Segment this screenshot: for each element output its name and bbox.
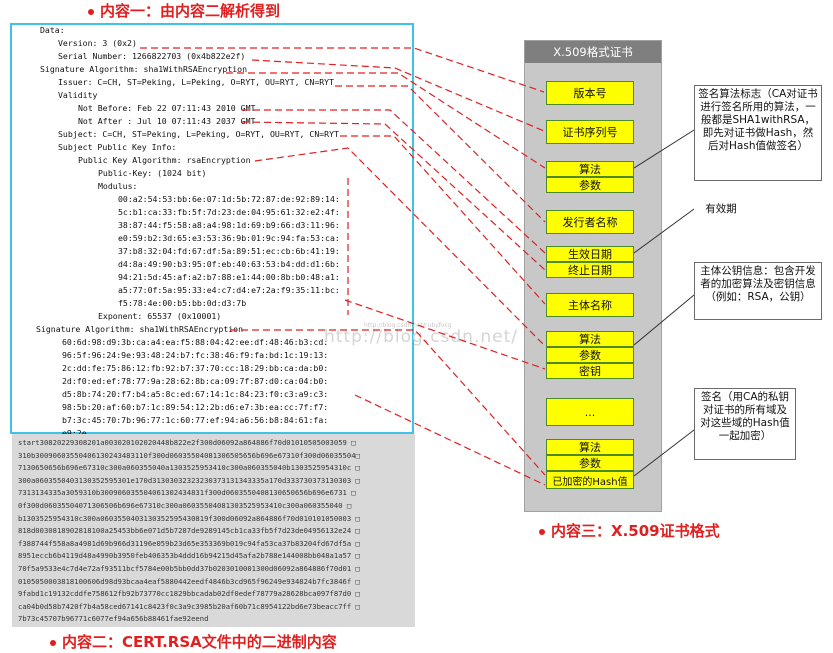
hex-line: 7313134335a3059310b300906035504061302434… bbox=[18, 488, 356, 498]
cert-line: 37:b8:32:04:fd:67:df:5a:89:51:ec:cb:6b:4… bbox=[118, 246, 340, 256]
cert-line: 5c:b1:ca:33:fb:5f:7d:23:de:04:95:61:32:e… bbox=[118, 207, 340, 217]
cert-line: Issuer: C=CH, ST=Peking, L=Peking, O=RYT… bbox=[58, 77, 335, 87]
bullet-icon bbox=[539, 528, 545, 535]
field-sig-algorithm: 算法 bbox=[546, 161, 634, 177]
hex-line: f388744f558a8a4981d69b966d31196e059b23d6… bbox=[18, 538, 360, 548]
field-not-before: 生效日期 bbox=[546, 246, 634, 262]
cert-line: Subject Public Key Info: bbox=[58, 142, 177, 152]
cert-line: e9:2e bbox=[62, 428, 87, 438]
field-sig-params: 参数 bbox=[546, 177, 634, 193]
title-content1-text: 内容一：由内容二解析得到 bbox=[100, 2, 281, 20]
cert-line: 2d:f0:ed:ef:78:77:9a:28:62:8b:ca:09:7f:8… bbox=[62, 376, 329, 386]
cert-line: e0:59:b2:3d:65:e3:53:36:9b:01:9c:94:fa:5… bbox=[118, 233, 340, 243]
hex-line: 0f300d06035504071306506b696e67310c300a06… bbox=[18, 501, 352, 510]
cert-line: Data: bbox=[40, 25, 65, 35]
cert-line: 96:5f:96:24:9e:93:48:24:b7:fc:38:46:f9:f… bbox=[62, 350, 329, 360]
watermark-small: http://blog.csdn.net/rubyfocg bbox=[364, 322, 452, 329]
cert-line: Not Before: Feb 22 07:11:43 2010 GMT bbox=[78, 103, 256, 113]
x509-panel-title: X.509格式证书 bbox=[525, 41, 661, 63]
field-issuer: 发行者名称 bbox=[546, 210, 634, 234]
hex-line: 8951eccb6b4119d48a4990b3950feb406353b4dd… bbox=[18, 551, 360, 561]
bullet-icon bbox=[50, 639, 56, 646]
hex-line: 7130650656b696e67310c300a060355040a13035… bbox=[18, 463, 360, 473]
cert-line: d5:8b:74:20:f7:b4:a5:8c:ed:67:14:1c:84:2… bbox=[62, 389, 329, 399]
cert-line: Signature Algorithm: sha1WithRSAEncrypti… bbox=[40, 64, 248, 74]
cert-line: Validity bbox=[58, 90, 98, 100]
cert-line: Subject: C=CH, ST=Peking, L=Peking, O=RY… bbox=[58, 129, 339, 139]
field-version: 版本号 bbox=[546, 81, 634, 105]
callout-signature: 签名（用CA的私钥对证书的所有域及对这些域的Hash值一起加密） bbox=[694, 388, 796, 460]
hex-line: 7b73c45707b96771c6077ef94a656b88461fae92… bbox=[18, 614, 209, 624]
cert-line: 38:87:44:f5:58:a8:a4:98:1d:69:b9:66:d3:1… bbox=[118, 220, 340, 230]
callout-signature-algorithm: 签名算法标志（CA对证书进行签名所用的算法，一般都是SHA1withRSA，即先… bbox=[694, 85, 822, 181]
cert-line: 60:6d:98:d9:3b:ca:a4:ea:f5:88:04:42:ee:d… bbox=[62, 337, 329, 347]
hex-line: start30820229308201a003020102020448b822e… bbox=[18, 438, 356, 447]
title-content2-text: 内容二：CERT.RSA文件中的二进制内容 bbox=[62, 633, 337, 651]
cert-line: Exponent: 65537 (0x10001) bbox=[98, 311, 222, 321]
hex-line: b1303525954310c300a060355040313035259543… bbox=[18, 513, 360, 523]
callout-public-key-info: 主体公钥信息：包含开发者的加密算法及密钥信息（例如：RSA，公钥） bbox=[694, 262, 822, 320]
field-pk-algorithm: 算法 bbox=[546, 331, 634, 347]
cert-line: Modulus: bbox=[98, 181, 138, 191]
title-content1: 内容一：由内容二解析得到 bbox=[88, 0, 280, 21]
hex-line: 310b30090603550406130243483110f300d06035… bbox=[18, 450, 360, 460]
field-pk-key: 密钥 bbox=[546, 363, 634, 379]
title-content3-text: 内容三：X.509证书格式 bbox=[551, 522, 720, 540]
title-content2: 内容二：CERT.RSA文件中的二进制内容 bbox=[50, 631, 337, 652]
x509-structure-panel: X.509格式证书 版本号 证书序列号 算法 参数 发行者名称 生效日期 终止日… bbox=[524, 40, 662, 512]
cert-line: a5:77:0f:5a:95:33:e4:c7:d4:e7:2a:f9:35:1… bbox=[118, 285, 340, 295]
hex-line: 300a0603550403130352595301e170d313030323… bbox=[18, 475, 360, 485]
cert-line: 94:21:5d:45:af:a2:b7:88:e1:44:00:8b:b0:4… bbox=[118, 272, 340, 282]
cert-line: f5:78:4e:00:b5:bb:0d:d3:7b bbox=[118, 298, 247, 308]
cert-line: Public Key Algorithm: rsaEncryption bbox=[78, 155, 251, 165]
cert-line: d4:8a:49:90:b3:95:0f:eb:40:63:53:b4:dd:d… bbox=[118, 259, 340, 269]
cert-line: b7:3c:45:70:7b:96:77:1c:60:77:ef:94:a6:5… bbox=[62, 415, 329, 425]
hex-line: 9fabd1c19132cddfe758612fb92b73770cc1829b… bbox=[18, 589, 360, 599]
cert-line: Public-Key: (1024 bit) bbox=[98, 168, 207, 178]
hex-line: 818d0030818902818100a25453bb6e071d5b7287… bbox=[18, 526, 360, 536]
cert-line: Version: 3 (0x2) bbox=[58, 38, 137, 48]
cert-line: Signature Algorithm: sha1WithRSAEncrypti… bbox=[36, 324, 244, 334]
field-sign-algorithm: 算法 bbox=[546, 439, 634, 455]
callout-validity: 有效期 bbox=[697, 201, 745, 219]
field-not-after: 终止日期 bbox=[546, 262, 634, 278]
cert-line: 2c:dd:fe:75:86:12:fb:92:b7:37:70:cc:18:2… bbox=[62, 363, 329, 373]
parsed-certificate-box: Data: Version: 3 (0x2) Serial Number: 1266… bbox=[10, 23, 414, 438]
cert-line: Not After : Jul 10 07:11:43 2037 GMT bbox=[78, 116, 256, 126]
hex-line: ca04b0d58b7420f7b4a58ced67141c8423f0c3a9… bbox=[18, 601, 360, 611]
binary-content-area: start30820229308201a003020102020448b822e… bbox=[12, 434, 415, 627]
field-sign-value: 已加密的Hash值 bbox=[546, 471, 634, 489]
hex-line: 0105050003818100606d98d93bcaa4eaf5880442… bbox=[18, 576, 360, 586]
hex-line: 70f5a9533e4c7d4e72af93511bcf5784e00b5bb0… bbox=[18, 564, 360, 573]
title-content3: 内容三：X.509证书格式 bbox=[539, 520, 720, 541]
field-serial: 证书序列号 bbox=[546, 120, 634, 144]
cert-line: 00:a2:54:53:bb:6e:07:1d:5b:72:87:de:92:8… bbox=[118, 194, 340, 204]
field-subject: 主体名称 bbox=[546, 293, 634, 317]
watermark: http://blog.csdn.net/ bbox=[324, 327, 518, 347]
bullet-icon bbox=[88, 8, 94, 15]
field-sign-params: 参数 bbox=[546, 455, 634, 471]
field-pk-params: 参数 bbox=[546, 347, 634, 363]
cert-line: 98:5b:20:af:60:b7:1c:89:54:12:2b:d6:e7:3… bbox=[62, 402, 329, 412]
cert-line: Serial Number: 1266822703 (0x4b822e2f) bbox=[58, 51, 246, 61]
field-ellipsis: ... bbox=[546, 398, 634, 426]
